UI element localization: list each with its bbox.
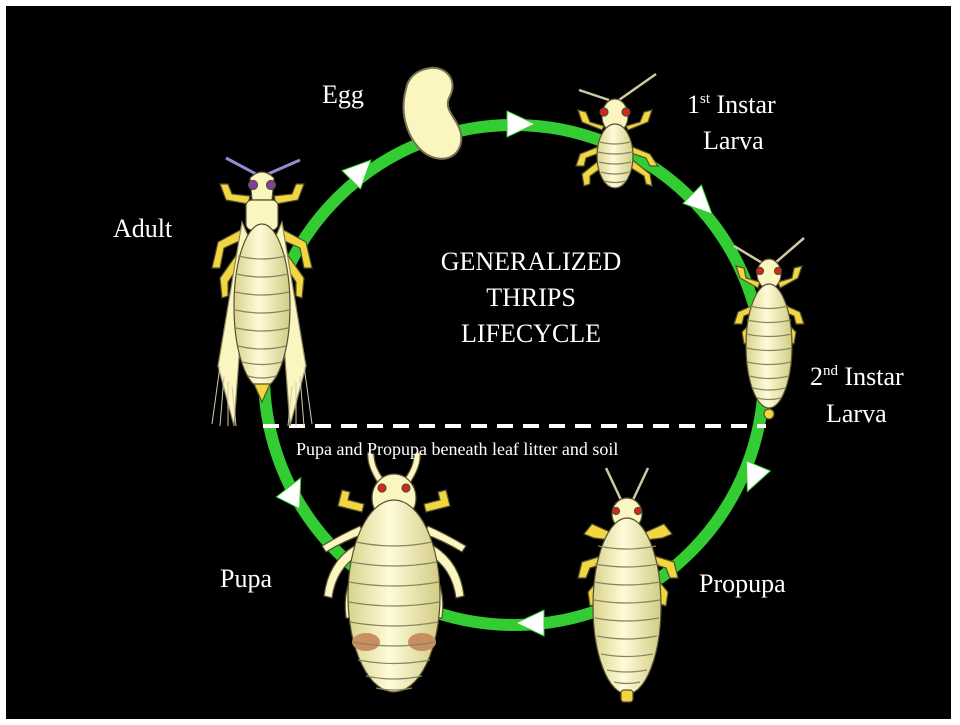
pupa-illustration [322,452,466,692]
adult-illustration [212,158,312,426]
label-first-instar-line2: Larva [703,126,764,156]
label-second-instar: 2nd Instar [810,362,904,392]
first-instar-word: Instar [717,90,776,119]
title-line-1: GENERALIZED [381,244,681,280]
second-instar-suffix: nd [823,363,838,379]
label-second-instar-line2: Larva [826,399,887,429]
label-pupa: Pupa [220,564,272,594]
second-instar-number: 2 [810,362,823,391]
first-instar-number: 1 [687,90,700,119]
first-instar-suffix: st [700,91,710,107]
label-egg: Egg [322,80,364,110]
propupa-illustration [578,468,678,702]
diagram-frame: Egg 1st Instar Larva 2nd Instar Larva Pr… [6,6,951,719]
label-first-instar: 1st Instar [687,90,776,120]
underground-note: Pupa and Propupa beneath leaf litter and… [296,439,618,460]
title-line-2: THRIPS [381,280,681,316]
arrow-head [507,111,535,137]
arrow-head [516,610,544,636]
second-instar-word: Instar [845,362,904,391]
label-adult: Adult [113,214,172,244]
diagram-title: GENERALIZED THRIPS LIFECYCLE [381,244,681,352]
label-propupa: Propupa [699,569,786,599]
title-line-3: LIFECYCLE [381,316,681,352]
